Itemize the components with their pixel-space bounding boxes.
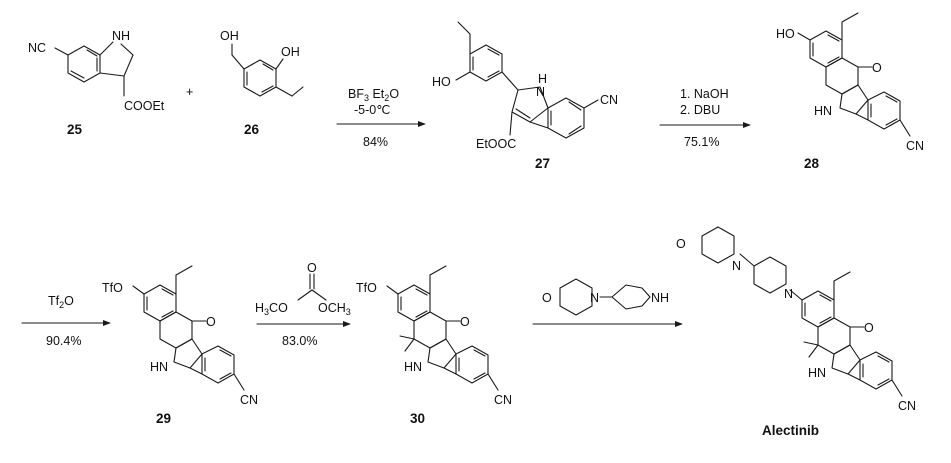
alectinib-indole-nh-label: HN [808,366,826,380]
alectinib-label: Alectinib [762,423,819,438]
alectinib-nitrile-label: CN [898,399,916,413]
reaction-arrow-5-head [675,321,683,327]
compound-29-label: 29 [156,411,171,426]
nitrile-label-29: CN [240,393,258,407]
indole-nh-label-28: HN [814,104,832,118]
compound-27-structure [455,21,599,139]
phenol-label-28: HO [776,27,795,41]
ketone-label-30: O [460,315,470,329]
reaction-arrow-3-head [103,320,111,326]
hydroxymethyl-label: OH [220,29,239,43]
step-2-reagent-2: 2. DBU [680,103,720,117]
nitrile-label-27: CN [600,93,618,107]
amine-label: NH [112,29,130,43]
step-2-reagent-1: 1. NaOH [680,87,729,101]
nitrile-label: NC [28,41,46,55]
alectinib-morpholine-nitrogen-label: N [732,259,741,273]
plus-sign: + [186,85,193,99]
triflate-label-30: TfO [356,281,377,295]
phenol-label-27: HO [432,75,451,89]
ester-label-27: EtOOC [476,137,516,151]
reaction-arrow-4-head [343,321,351,327]
triflate-label-29: TfO [102,281,123,295]
compound-28-structure [797,12,911,137]
indole-nh-label-29: HN [150,360,168,374]
step-2-yield: 75.1% [684,135,719,149]
reaction-arrow-1-head [418,121,426,127]
ketone-label-29: O [206,315,216,329]
reaction-arrow-2-head [743,122,751,128]
indole-nh-label-27: H [538,72,547,86]
indole-nh-label-30: HN [404,360,422,374]
step-3-yield: 90.4% [46,334,81,348]
alectinib-structure [701,226,903,397]
step-4-yield: 83.0% [282,334,317,348]
nitrile-label-30: CN [494,393,512,407]
step-1-reagent: BF3 Et2O [348,87,399,103]
ketone-label-28: O [872,61,882,75]
morpholine-nitrogen-label: N [590,291,599,305]
step-3-reagent: Tf2O [48,294,74,310]
compound-27-label: 27 [535,156,550,171]
compound-30-label: 30 [410,411,425,426]
step-1-temperature: -5-0℃ [354,103,390,117]
compound-26-structure [231,43,304,97]
morpholine-oxygen-label: O [542,291,552,305]
compound-25-label: 25 [67,122,83,137]
compound-30-structure [386,265,499,391]
nitrile-label-28: CN [906,139,924,153]
ester-label: COOEt [124,99,165,113]
phenol-label: OH [281,45,300,59]
compound-29-structure [132,265,245,391]
compound-26-label: 26 [244,122,260,137]
step-4-reagent-left: H3CO [255,301,288,317]
piperidine-nh-label: NH [651,291,669,305]
compound-28-label: 28 [804,156,820,171]
piperidinyl-morpholine-structure [559,278,651,316]
carbonate-oxygen-label: O [307,261,317,275]
alectinib-piperidine-nitrogen-label: N [784,287,793,301]
indole-n-label-27: N [536,85,545,99]
dimethyl-carbonate-structure [297,273,327,301]
alectinib-morpholine-oxygen-label: O [676,237,686,251]
step-1-yield: 84% [363,135,388,149]
compound-25-structure [54,41,134,97]
step-4-reagent-right: OCH3 [318,301,351,317]
alectinib-ketone-label: O [864,321,874,335]
